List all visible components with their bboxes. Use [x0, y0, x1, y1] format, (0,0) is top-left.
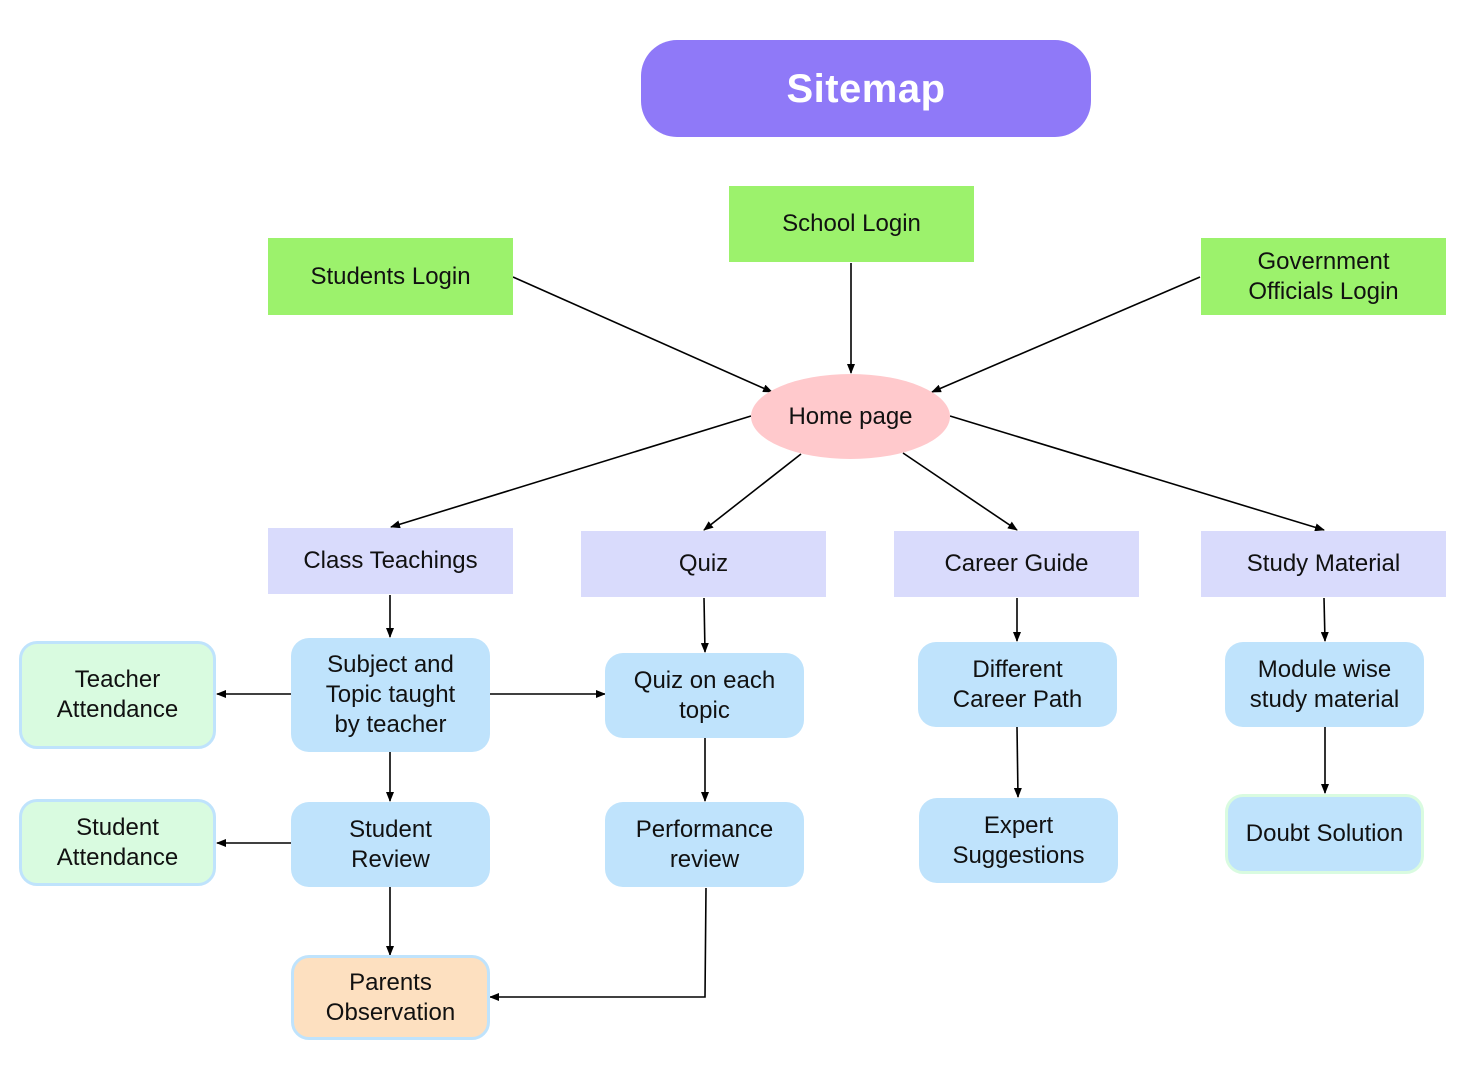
module-wise-node: Module wise study material [1225, 642, 1424, 727]
arrow-students-to-home [512, 276, 773, 393]
quiz-each-topic-node: Quiz on each topic [605, 653, 804, 738]
school-login-node: School Login [729, 186, 974, 262]
arrow-quiz-to-each-topic [700, 597, 709, 653]
arrow-government-to-home [931, 276, 1201, 393]
arrow-different-path-to-expert [1013, 726, 1022, 798]
performance-review-node: Performance review [605, 802, 804, 887]
different-career-path-node: Different Career Path [918, 642, 1117, 727]
government-login-node: Government Officials Login [1201, 238, 1446, 315]
expert-suggestions-node: Expert Suggestions [919, 798, 1118, 883]
class-teachings-node: Class Teachings [268, 528, 513, 594]
parents-observation-node: Parents Observation [291, 955, 490, 1040]
home-page-node: Home page [751, 374, 950, 459]
student-attendance-node: Student Attendance [19, 799, 216, 886]
arrow-home-to-career-guide [902, 452, 1018, 531]
arrow-study-to-module [1320, 597, 1329, 642]
arrow-home-to-study-material [949, 415, 1325, 532]
arrow-performance-to-parents [489, 887, 707, 1001]
teacher-attendance-node: Teacher Attendance [19, 641, 216, 749]
diagram-title: Sitemap [641, 40, 1091, 137]
students-login-node: Students Login [268, 238, 513, 315]
arrow-home-to-class-teachings [390, 415, 752, 529]
quiz-node: Quiz [581, 531, 826, 597]
study-material-node: Study Material [1201, 531, 1446, 597]
doubt-solution-node: Doubt Solution [1225, 794, 1424, 874]
arrow-home-to-quiz [703, 453, 802, 531]
career-guide-node: Career Guide [894, 531, 1139, 597]
subject-topic-node: Subject and Topic taught by teacher [291, 638, 490, 752]
student-review-node: Student Review [291, 802, 490, 887]
